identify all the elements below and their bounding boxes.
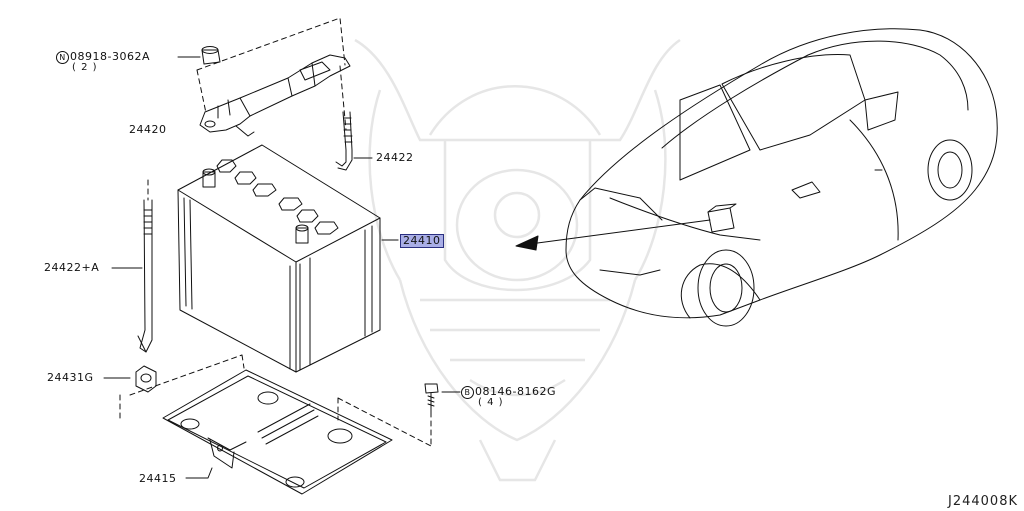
label-rod-right[interactable]: 24422 — [376, 151, 414, 164]
label-tray[interactable]: 24415 — [139, 472, 177, 485]
label-battery[interactable]: 24410 — [400, 234, 444, 248]
battery-tray-icon — [129, 354, 393, 495]
bolt-part-number: 08146-8162G — [475, 385, 556, 398]
diagram-id: J244008K — [948, 494, 1018, 509]
flange-bolt-icon — [337, 383, 461, 447]
label-frame[interactable]: 24420 — [129, 123, 167, 136]
j-bolt-right-icon — [335, 65, 373, 171]
nut-part-number: 08918-3062A — [70, 50, 150, 63]
label-rod-left[interactable]: 24422+A — [44, 261, 100, 274]
watermark-emblem-icon — [354, 38, 681, 482]
hold-down-frame-icon — [196, 17, 351, 137]
location-arrow-icon — [515, 219, 711, 251]
bolt-quantity: ( 4 ) — [478, 397, 504, 408]
hex-nut-icon — [177, 46, 221, 65]
nut-quantity: ( 2 ) — [72, 62, 98, 73]
bolt-marker: B — [461, 386, 474, 399]
label-clip[interactable]: 24431G — [47, 371, 94, 384]
clip-icon — [103, 365, 157, 421]
battery-icon — [177, 144, 399, 373]
j-bolt-left-icon — [111, 179, 153, 353]
nut-marker: N — [56, 51, 69, 64]
car-outline-icon — [565, 28, 998, 327]
